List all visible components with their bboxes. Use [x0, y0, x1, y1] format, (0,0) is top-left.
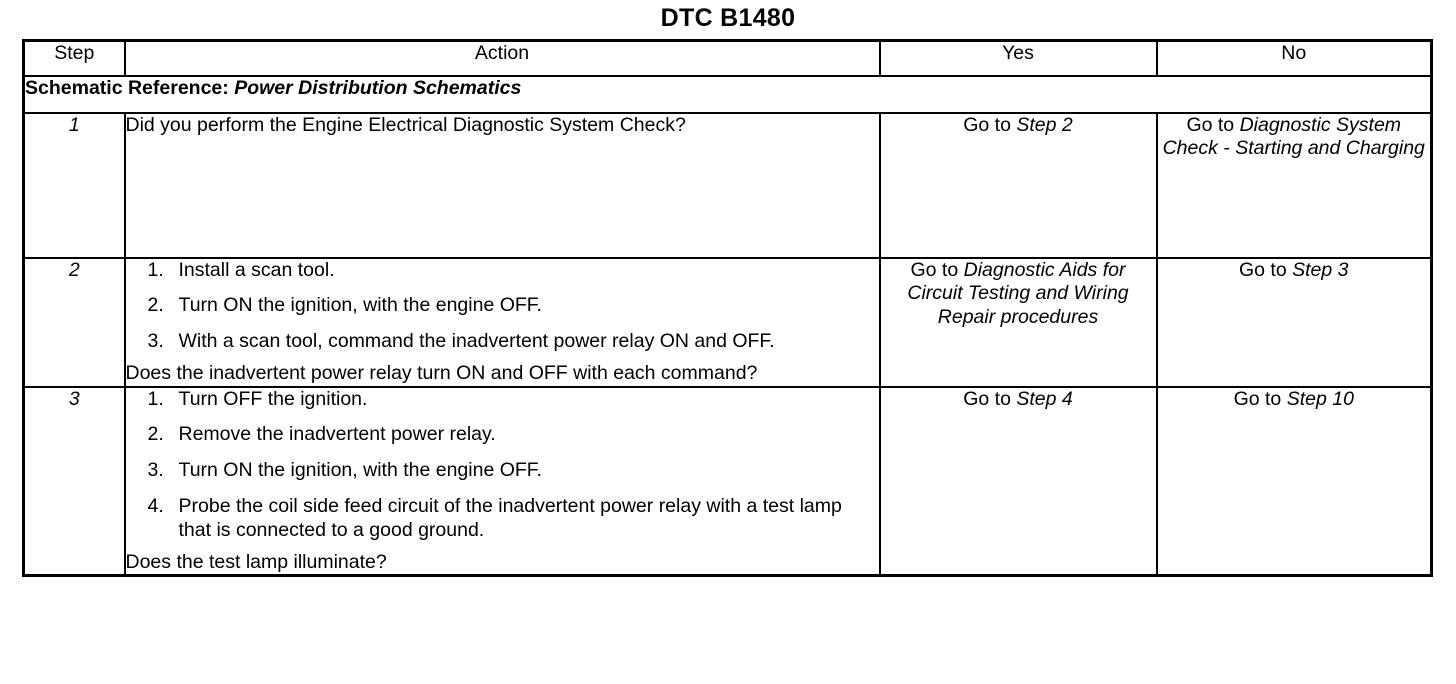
goto-reference: Go to Step 4 — [963, 388, 1073, 410]
action-cell: 1. Install a scan tool. 2. Turn ON the ign… — [123, 256, 881, 388]
no-cell: Go to Diagnostic System Check - Starting… — [1155, 111, 1433, 259]
action-question: Did you perform the Engine Electrical Di… — [125, 113, 686, 136]
list-item-text: Install a scan tool. — [178, 258, 335, 281]
list-item-number: 2. — [147, 423, 164, 446]
goto-prefix: Go to — [1238, 258, 1293, 281]
goto-prefix: Go to — [1186, 113, 1240, 136]
list-item: 2. Turn ON the ignition, with the engine … — [126, 294, 879, 318]
table-row: 1 Did you perform the Engine Electrical … — [22, 111, 1433, 259]
goto-prefix: Go to — [963, 113, 1017, 136]
action-cell: Did you perform the Engine Electrical Di… — [123, 111, 881, 259]
goto-target: Step 3 — [1292, 258, 1349, 281]
goto-target: Diagnostic Aids for Circuit Testing and … — [907, 258, 1129, 329]
goto-target: Step 2 — [1016, 113, 1073, 136]
goto-target: Step 4 — [1016, 387, 1073, 410]
list-item: 3. Turn ON the ignition, with the engine … — [126, 459, 879, 483]
list-item-text: Turn OFF the ignition. — [178, 387, 368, 410]
goto-reference: Go to Step 3 — [1239, 259, 1349, 281]
list-item-text: Remove the inadvertent power relay. — [178, 423, 496, 446]
no-cell: Go to Step 10 — [1155, 385, 1433, 577]
list-item-number: 3. — [147, 330, 164, 353]
no-cell: Go to Step 3 — [1155, 256, 1433, 388]
list-item: 3. With a scan tool, command the inadvert… — [126, 330, 879, 354]
action-step-list: 1. Install a scan tool. 2. Turn ON the ign… — [126, 259, 879, 354]
table-row: 2 1. Install a scan tool. 2. Turn ON the i… — [22, 256, 1433, 388]
list-item-text: Turn ON the ignition, with the engine OF… — [178, 459, 542, 482]
yes-cell: Go to Step 4 — [878, 385, 1158, 577]
list-item: 1. Install a scan tool. — [126, 259, 879, 283]
goto-reference: Go to Diagnostic System Check - Starting… — [1163, 114, 1425, 160]
schematic-reference-row: Schematic Reference: Power Distribution … — [22, 74, 1433, 114]
action-question: Does the inadvertent power relay turn ON… — [125, 361, 758, 384]
list-item-text: Turn ON the ignition, with the engine OF… — [178, 294, 542, 317]
list-item-number: 1. — [147, 387, 164, 410]
goto-prefix: Go to — [963, 387, 1017, 410]
column-header-action: Action — [123, 39, 881, 77]
yes-cell: Go to Diagnostic Aids for Circuit Testin… — [878, 256, 1158, 388]
list-item-number: 2. — [147, 294, 164, 317]
goto-reference: Go to Diagnostic Aids for Circuit Testin… — [907, 259, 1128, 329]
action-step-list: 1. Turn OFF the ignition. 2. Remove the in… — [126, 388, 879, 543]
list-item: 1. Turn OFF the ignition. — [126, 388, 879, 412]
page-title: DTC B1480 — [660, 4, 796, 32]
column-header-step: Step — [22, 39, 126, 77]
dtc-diagnostic-table: Step Action Yes No Schematic Reference: … — [22, 38, 1433, 578]
list-item: 2. Remove the inadvertent power relay. — [126, 423, 879, 447]
goto-target: Diagnostic System Check - Starting and C… — [1162, 113, 1425, 160]
list-item: 4. Probe the coil side feed circuit of th… — [126, 495, 879, 543]
goto-prefix: Go to — [910, 258, 964, 281]
action-question: Does the test lamp illuminate? — [125, 550, 387, 573]
goto-target: Step 10 — [1286, 387, 1354, 410]
goto-prefix: Go to — [1233, 387, 1287, 410]
column-header-no: No — [1155, 39, 1433, 77]
table-row: 3 1. Turn OFF the ignition. 2. Remove the … — [22, 385, 1433, 577]
table-header-row: Step Action Yes No — [22, 39, 1433, 77]
step-number: 2 — [22, 256, 126, 388]
step-number: 1 — [22, 111, 126, 259]
list-item-text: With a scan tool, command the inadverten… — [178, 330, 775, 353]
schematic-reference-label: Schematic Reference: — [25, 76, 229, 99]
list-item-number: 4. — [147, 494, 164, 517]
schematic-reference-value: Power Distribution Schematics — [234, 76, 522, 99]
list-item-text: Probe the coil side feed circuit of the … — [178, 494, 842, 541]
goto-reference: Go to Step 2 — [963, 114, 1073, 136]
action-cell: 1. Turn OFF the ignition. 2. Remove the in… — [123, 385, 881, 577]
goto-reference: Go to Step 10 — [1234, 388, 1354, 410]
schematic-reference-cell: Schematic Reference: Power Distribution … — [22, 74, 1433, 114]
column-header-yes: Yes — [878, 39, 1158, 77]
list-item-number: 1. — [147, 258, 164, 281]
list-item-number: 3. — [147, 459, 164, 482]
yes-cell: Go to Step 2 — [878, 111, 1158, 259]
step-number: 3 — [22, 385, 126, 577]
